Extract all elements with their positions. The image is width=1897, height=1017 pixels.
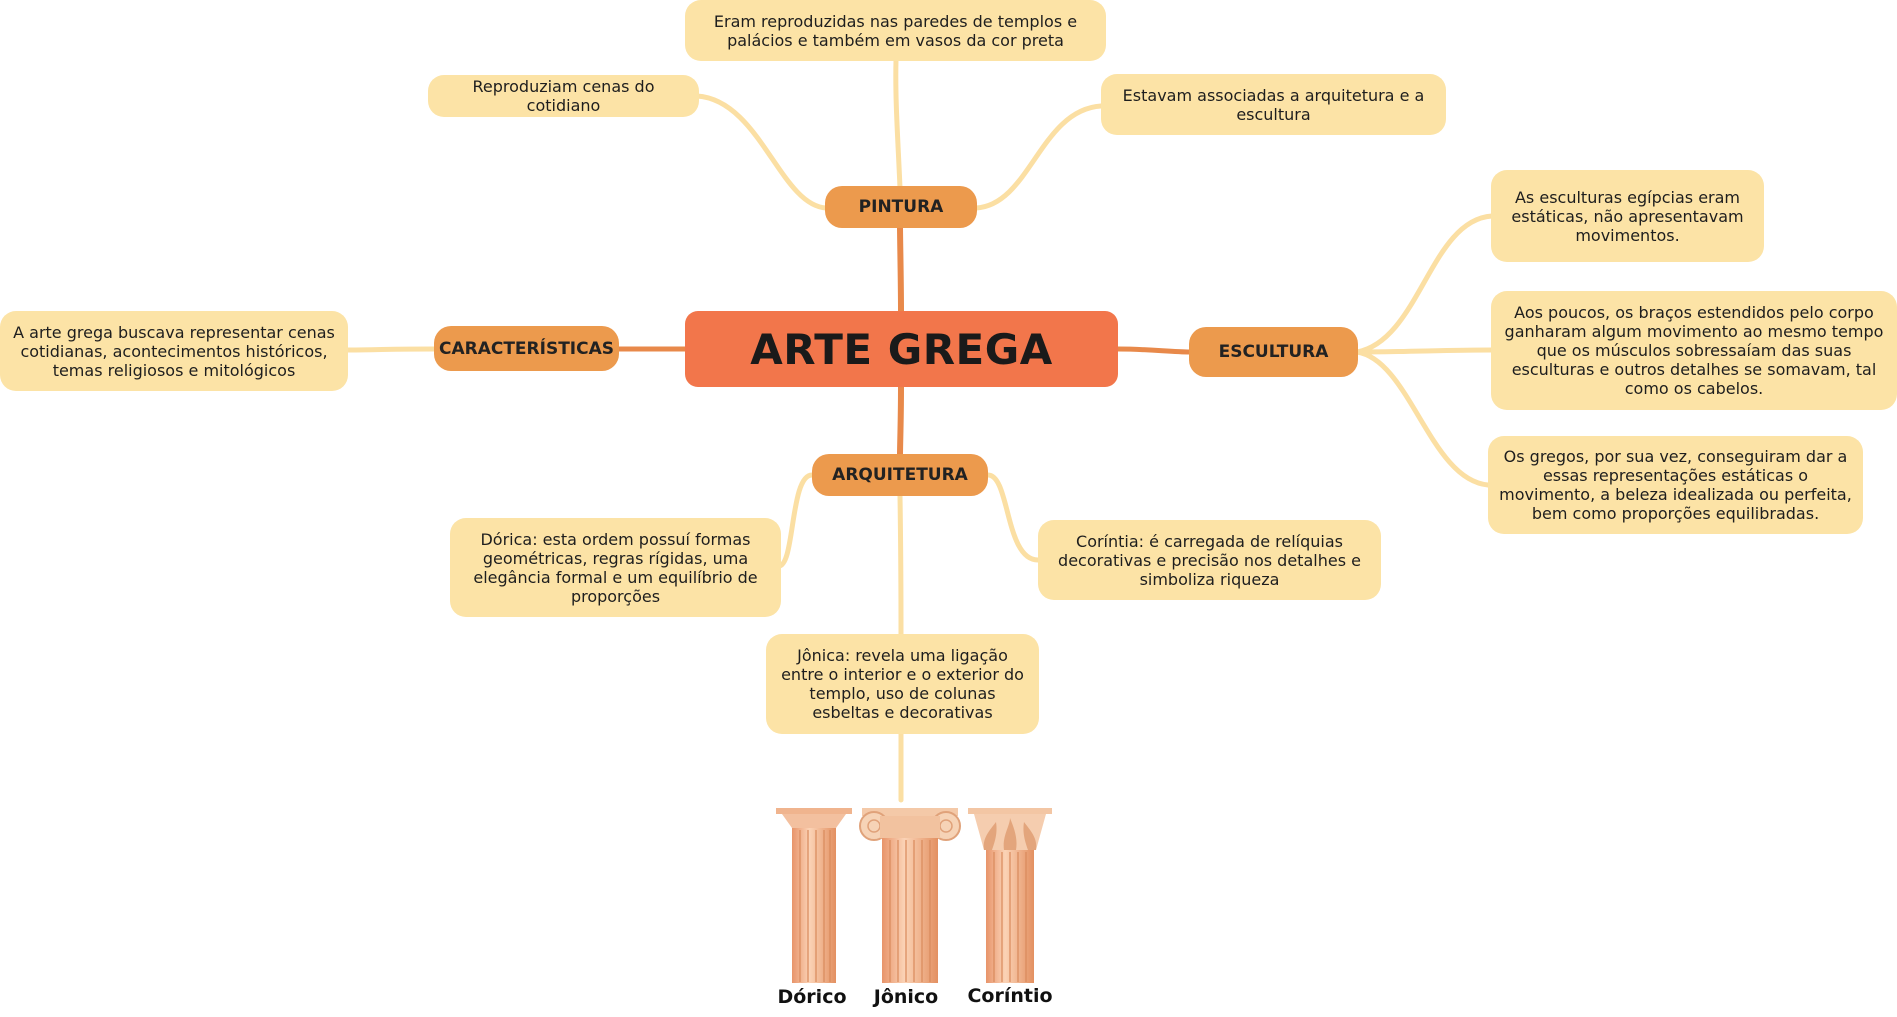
central-topic[interactable]: ARTE GREGA [685,311,1118,387]
doric-column-icon [776,808,852,983]
corinthian-column-icon [968,808,1052,983]
leaf-escultura-egipcias[interactable]: As esculturas egípcias eram estáticas, n… [1491,170,1764,262]
ionic-column-icon [859,808,961,983]
leaf-text: Jônica: revela uma ligação entre o inter… [781,646,1024,722]
leaf-text: Aos poucos, os braços estendidos pelo co… [1504,303,1884,398]
column-label-corintio: Coríntio [967,985,1053,1007]
leaf-escultura-bracos[interactable]: Aos poucos, os braços estendidos pelo co… [1491,291,1897,410]
greek-columns-illustration [776,808,1052,983]
leaf-arquitetura-dorica[interactable]: Dórica: esta ordem possuí formas geométr… [450,518,781,617]
leaf-text: Dórica: esta ordem possuí formas geométr… [473,529,758,606]
leaf-pintura-paredes[interactable]: Eram reproduzidas nas paredes de templos… [685,0,1106,61]
branch-pintura[interactable]: PINTURA [825,186,977,228]
leaf-pintura-cotidiano[interactable]: Reproduziam cenas do cotidiano [428,75,699,117]
column-label-dorico: Dórico [777,986,847,1008]
leaf-escultura-gregos[interactable]: Os gregos, por sua vez, conseguiram dar … [1488,436,1863,534]
leaf-pintura-associadas[interactable]: Estavam associadas a arquitetura e a esc… [1101,74,1446,135]
leaf-text: Coríntia: é carregada de relíquias decor… [1058,531,1361,589]
leaf-arquitetura-jonica[interactable]: Jônica: revela uma ligação entre o inter… [766,634,1039,734]
leaf-text: Estavam associadas a arquitetura e a esc… [1122,85,1425,124]
leaf-text: A arte grega buscava representar cenas c… [13,322,335,380]
leaf-text: Os gregos, por sua vez, conseguiram dar … [1499,447,1852,523]
leaf-text: As esculturas egípcias eram estáticas, n… [1511,187,1744,245]
leaf-text: Eram reproduzidas nas paredes de templos… [713,11,1078,50]
leaf-caracteristicas-cenas[interactable]: A arte grega buscava representar cenas c… [0,311,348,391]
column-label-jonico: Jônico [873,986,939,1008]
branch-escultura[interactable]: ESCULTURA [1189,327,1358,377]
branch-caracteristicas[interactable]: CARACTERÍSTICAS [434,326,619,371]
leaf-arquitetura-corintia[interactable]: Coríntia: é carregada de relíquias decor… [1038,520,1381,600]
branch-arquitetura[interactable]: ARQUITETURA [812,454,988,496]
leaf-text: Reproduziam cenas do cotidiano [472,77,655,115]
